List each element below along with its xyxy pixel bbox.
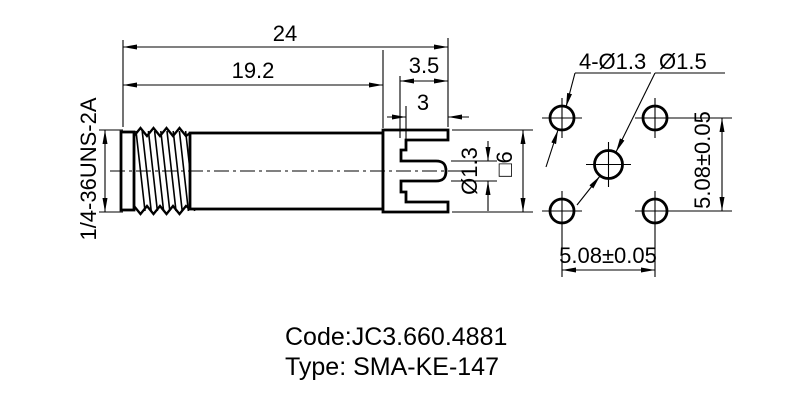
part-type: Type: SMA-KE-147 [285, 353, 499, 381]
dim-pin-diameter: Ø1.3 [451, 141, 497, 211]
thread-crest-bottom [133, 204, 191, 216]
dim-tab-length: 3 [387, 90, 469, 148]
footer: Code:JC3.660.4881 Type: SMA-KE-147 [285, 323, 507, 381]
dim-pin-diameter-value: Ø1.3 [457, 147, 482, 195]
dim-pitch-vertical: 5.08±0.05 [690, 111, 725, 211]
dim-flange-square: □6 [452, 129, 533, 213]
label-corner-holes: 4-Ø1.3 [545, 49, 651, 168]
dim-tab-length-value: 3 [417, 90, 429, 115]
pad-view: 4-Ø1.3 Ø1.5 5.08±0.05 5.08±0.05 [542, 49, 732, 277]
hole-bottom-right [641, 197, 669, 225]
dim-thread-spec: 1/4-36UNS-2A [76, 97, 123, 241]
thread-spec-label: 1/4-36UNS-2A [76, 97, 101, 240]
dim-body-length-value: 19.2 [232, 58, 275, 83]
dim-flange-square-value: □6 [492, 151, 517, 177]
hole-top-right [641, 104, 669, 132]
mounting-holes [548, 104, 669, 225]
center-hole-label-text: Ø1.5 [659, 49, 707, 74]
connector-outline [110, 126, 466, 216]
dim-body-length: 19.2 [123, 50, 384, 128]
dim-pitch-horizontal-value: 5.08±0.05 [559, 243, 657, 268]
side-view: 24 19.2 3.5 3 Ø1.3 [76, 21, 533, 241]
hole-top-left [548, 104, 576, 132]
hole-bottom-left [548, 197, 576, 225]
dim-overall-length: 24 [122, 21, 449, 127]
thread-crest-top [133, 126, 191, 138]
part-code: Code:JC3.660.4881 [285, 323, 507, 351]
corner-holes-label-text: 4-Ø1.3 [579, 49, 646, 74]
dim-overall-length-value: 24 [273, 21, 297, 46]
dim-mount-depth: 3.5 [399, 53, 448, 138]
dim-mount-depth-value: 3.5 [409, 53, 440, 78]
dim-pitch-horizontal: 5.08±0.05 [559, 243, 657, 273]
label-center-hole: Ø1.5 [576, 49, 725, 206]
dim-pitch-vertical-value: 5.08±0.05 [690, 111, 715, 209]
hole-center-pin [593, 149, 624, 180]
